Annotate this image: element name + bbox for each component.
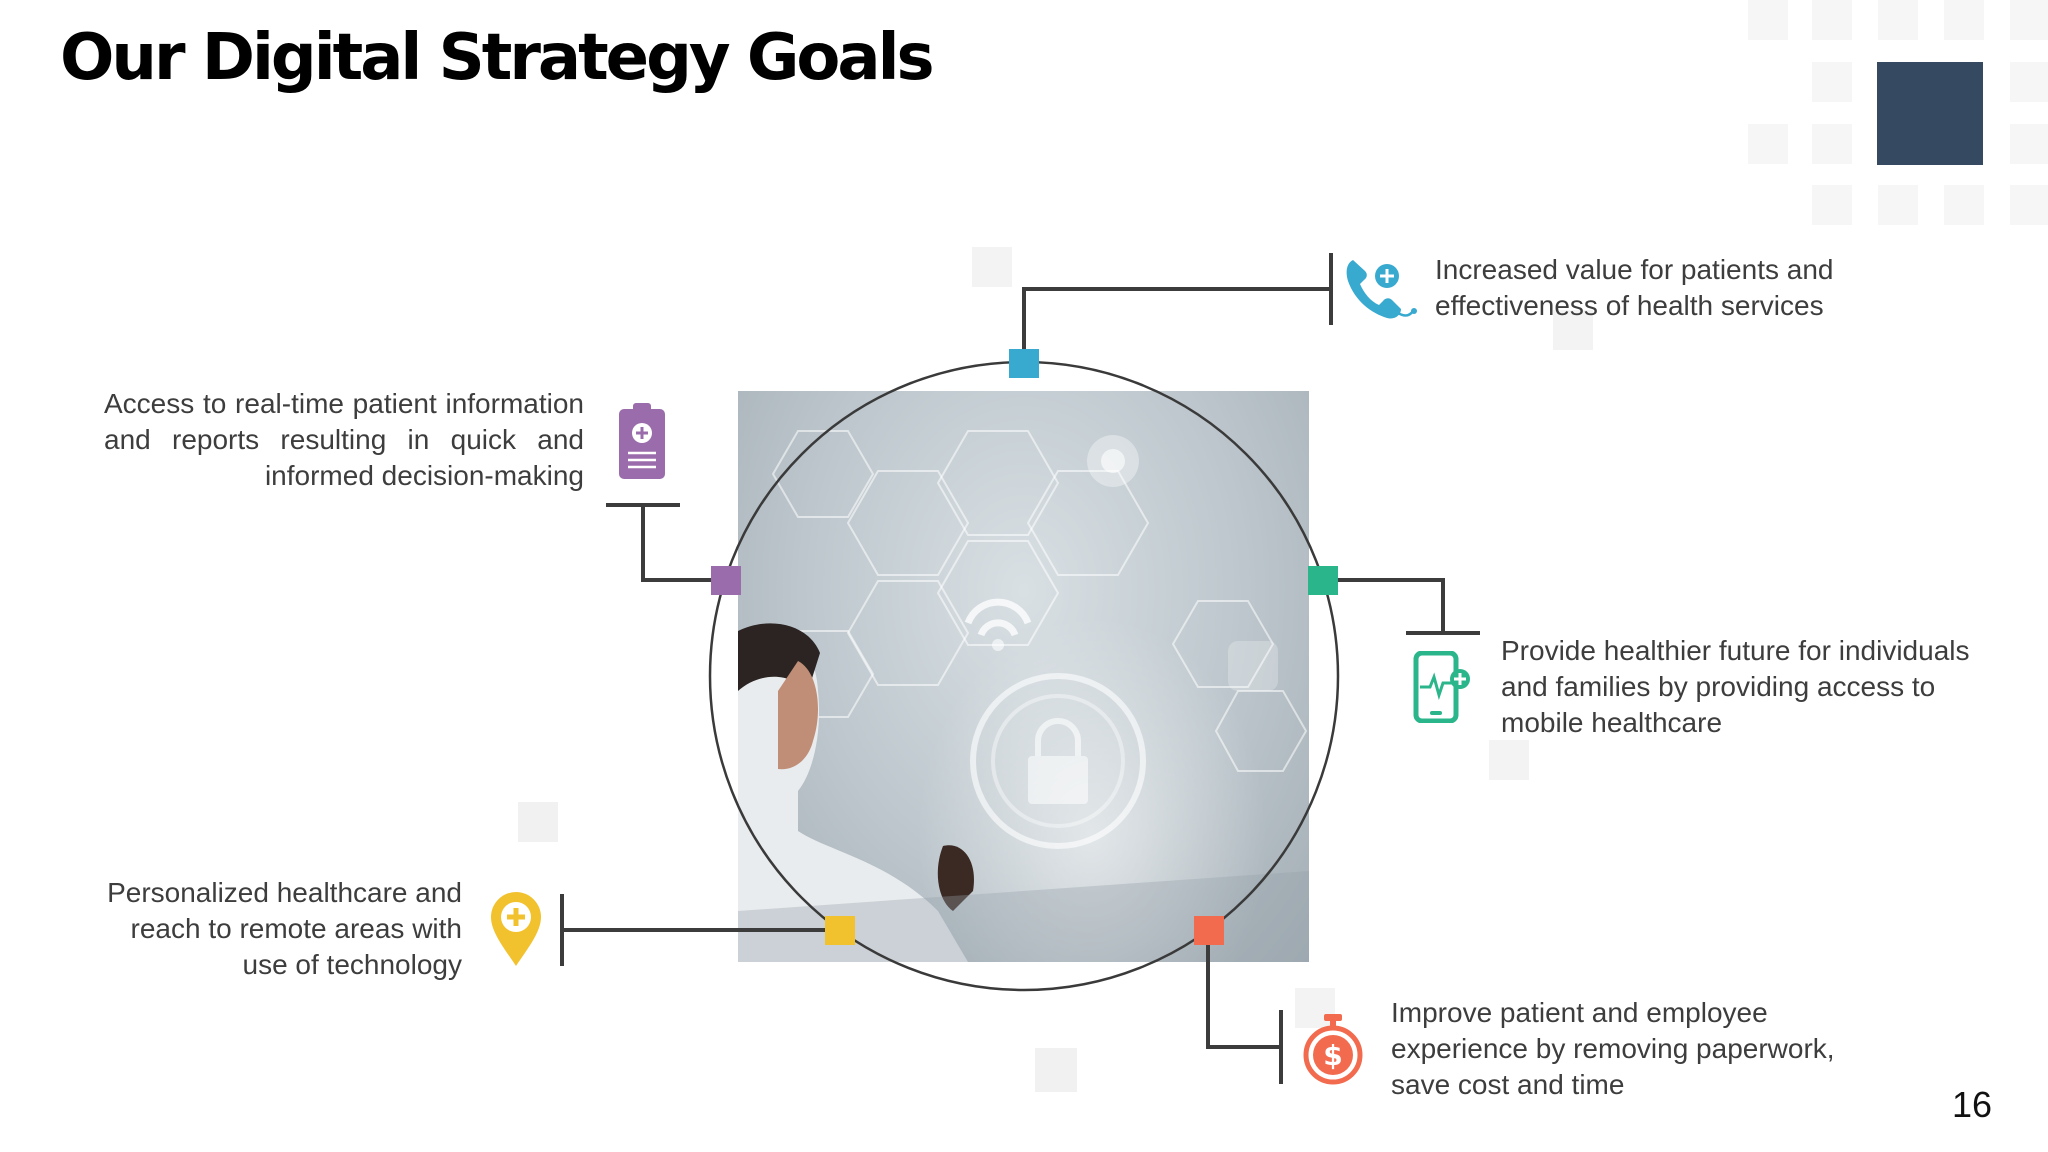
decor-square [1812, 0, 1852, 40]
marker-square-green [1308, 566, 1338, 595]
decor-square [1878, 0, 1918, 40]
slide-title: Our Digital Strategy Goals [60, 21, 935, 95]
frame-circle [708, 360, 1340, 992]
goal-text-mobile-healthcare: Provide healthier future for individuals… [1501, 635, 1970, 738]
marker-square-yellow [825, 916, 855, 945]
phone-plus-icon [1346, 260, 1417, 319]
marker-square-purple [711, 566, 741, 595]
clipboard-medical-icon [619, 403, 665, 479]
healthcare-technology-photo [738, 391, 1309, 962]
decor-square [2010, 124, 2048, 164]
decor-square [1812, 124, 1852, 164]
decor-square [1748, 0, 1788, 40]
goal-text-health-value: Increased value for patients and effecti… [1435, 254, 1834, 321]
decor-square [1035, 1048, 1077, 1092]
decor-square [1877, 62, 1983, 165]
decor-square [1944, 0, 1984, 40]
page-number: 16 [1952, 1084, 1993, 1125]
marker-square-orange [1194, 916, 1224, 945]
marker-square-blue [1009, 349, 1039, 378]
decor-square [518, 802, 558, 842]
connector-line [1022, 287, 1331, 362]
decor-square [1489, 740, 1529, 780]
decor-square [972, 247, 1012, 287]
goal-text-personalized-care: Personalized healthcare and reach to rem… [107, 877, 462, 980]
goal-text-paperless: Improve patient and employee experience … [1391, 997, 1835, 1100]
decor-square [1812, 62, 1852, 102]
connector-line [1206, 930, 1281, 1049]
location-plus-icon [491, 892, 541, 966]
decor-square [1748, 124, 1788, 164]
connector-line [641, 505, 726, 582]
mobile-heartbeat-icon [1413, 651, 1470, 723]
decor-square [2010, 185, 2048, 225]
goal-text-realtime-info: Access to real-time patient information … [104, 388, 584, 491]
decor-square [1812, 185, 1852, 225]
decor-square [1553, 310, 1593, 350]
decor-square [1944, 185, 1984, 225]
decor-square [2010, 62, 2048, 102]
decor-square [1295, 988, 1335, 1028]
decor-square [2010, 0, 2048, 40]
stopwatch-dollar-icon: $ [1303, 1014, 1363, 1085]
svg-text:$: $ [1323, 1039, 1342, 1072]
connector-line [1322, 578, 1445, 633]
decor-square [1878, 185, 1918, 225]
